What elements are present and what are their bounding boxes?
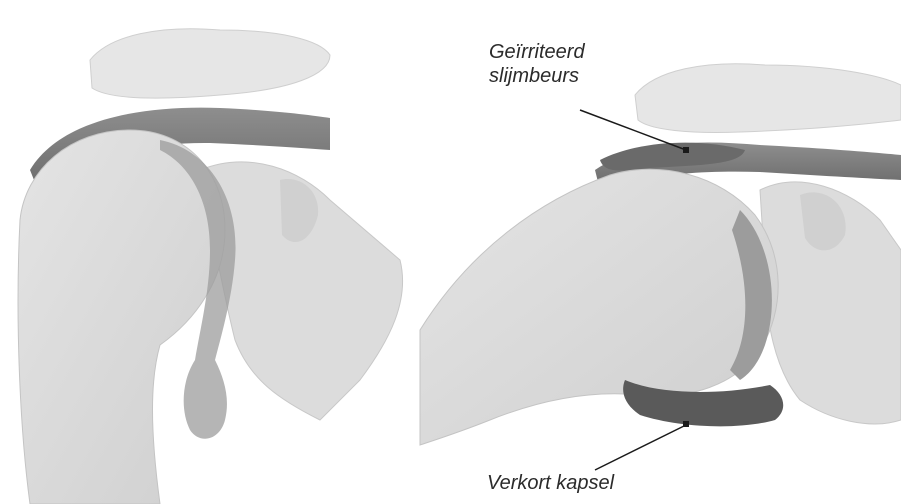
capsule-leader-line (595, 425, 686, 470)
capsule-leader-dot (683, 421, 689, 427)
left-shoulder-normal (18, 29, 403, 504)
left-clavicle (90, 29, 330, 98)
bursa-label: Geïrriteerd slijmbeurs (489, 40, 585, 88)
bursa-label-line1: Geïrriteerd (489, 40, 585, 64)
right-clavicle (635, 64, 901, 133)
capsule-label: Verkort kapsel (487, 471, 614, 495)
left-humerus (18, 130, 225, 504)
bursa-label-line2: slijmbeurs (489, 64, 585, 88)
right-shoulder-frozen (420, 64, 901, 445)
bursa-leader-dot (683, 147, 689, 153)
